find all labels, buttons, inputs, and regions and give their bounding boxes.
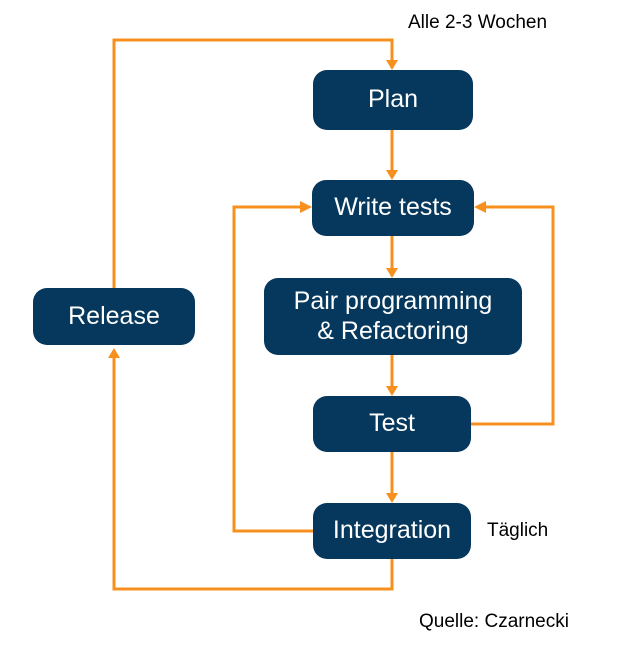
note-source-label: Quelle: Czarnecki: [419, 611, 569, 632]
note-daily-label: Täglich: [487, 520, 549, 541]
connector-test-to-integration: [386, 452, 398, 503]
node-test-label: Test: [369, 409, 415, 438]
node-release-label: Release: [68, 301, 160, 330]
node-integration[interactable]: Integration: [313, 503, 471, 559]
node-write-tests-label: Write tests: [334, 193, 452, 222]
connector-integration-to-write-tests: [232, 201, 313, 533]
node-plan-label: Plan: [367, 85, 419, 114]
node-test[interactable]: Test: [313, 396, 471, 452]
node-plan[interactable]: Plan: [313, 70, 473, 130]
node-integration-label: Integration: [332, 516, 452, 545]
connector-pair-to-test: [386, 355, 398, 396]
node-release[interactable]: Release: [33, 288, 195, 345]
connector-write-tests-to-pair: [386, 236, 398, 278]
node-write-tests[interactable]: Write tests: [312, 180, 474, 236]
note-cadence-label: Alle 2-3 Wochen: [408, 12, 548, 33]
node-pair-programming-refactoring-label: Pair programming & Refactoring: [293, 287, 493, 345]
node-pair-programming-refactoring[interactable]: Pair programming & Refactoring: [264, 278, 522, 355]
connector-plan-to-write-tests: [386, 130, 398, 180]
